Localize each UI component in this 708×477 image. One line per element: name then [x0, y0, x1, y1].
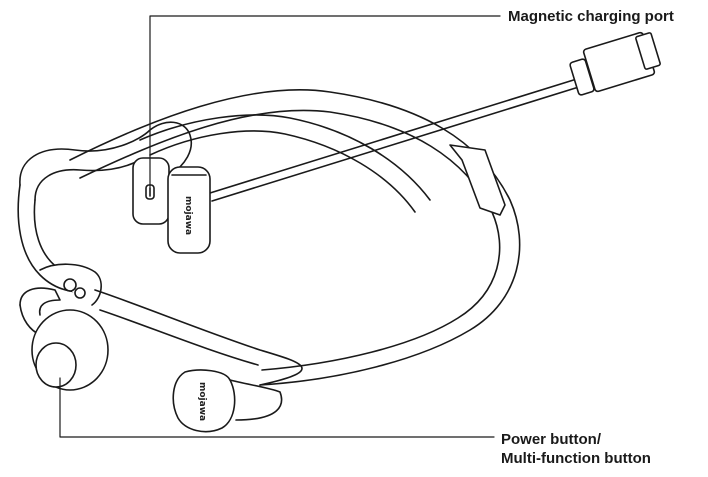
power-button-label-line2: Multi-function button [501, 450, 651, 467]
transducer-assembly [19, 263, 303, 391]
usb-cable [209, 77, 583, 202]
power-button-leader [59, 377, 495, 438]
brand-logo-pod: mojawa [197, 382, 207, 421]
usb-connector [569, 31, 661, 96]
brand-logo-charger: mojawa [183, 196, 193, 235]
magnetic-charger-head [167, 166, 211, 254]
left-ear-hook [17, 121, 192, 293]
leader-lines [59, 15, 501, 438]
power-button-label-line1: Power button/ [501, 431, 601, 448]
lower-pod [172, 369, 283, 433]
charging-port-pod [132, 157, 170, 225]
neckband [69, 89, 521, 386]
charging-port-leader [149, 15, 501, 189]
power-button-callout: Power button/ Multi-function button [501, 430, 651, 468]
charging-port-callout: Magnetic charging port [508, 8, 674, 25]
